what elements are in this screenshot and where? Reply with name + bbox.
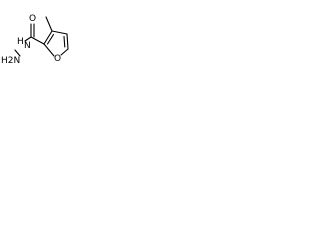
ring-double-bond-c4-c5-inner	[63, 35, 66, 48]
ring-oxygen-label: O	[54, 54, 61, 64]
terminal-amine-label: H2N	[1, 56, 20, 66]
ring-bond-c4-c5	[66, 33, 69, 50]
amide-hydrogen-label: H	[17, 37, 24, 47]
ring-bond-o-c2	[43, 43, 55, 57]
ring-double-bond-c2-c3-inner	[46, 33, 55, 45]
hydrazide-chain	[14, 36, 32, 57]
n-n-bond	[14, 49, 21, 57]
methyl-bond	[45, 16, 53, 32]
carbonyl-oxygen-label: O	[29, 14, 36, 24]
carbonyl-carbon-bond	[30, 36, 45, 45]
ring-bond-c5-o	[60, 48, 69, 56]
chemical-structure-diagram: O O N H H2N	[1, 14, 69, 66]
c-n-bond	[24, 36, 32, 42]
ring-bond-c3-c4	[51, 30, 68, 35]
ring-bond-c2-c3	[43, 30, 53, 45]
carbonyl-group	[30, 23, 45, 45]
amide-nitrogen-label: N	[24, 41, 31, 51]
furan-ring	[43, 30, 69, 57]
